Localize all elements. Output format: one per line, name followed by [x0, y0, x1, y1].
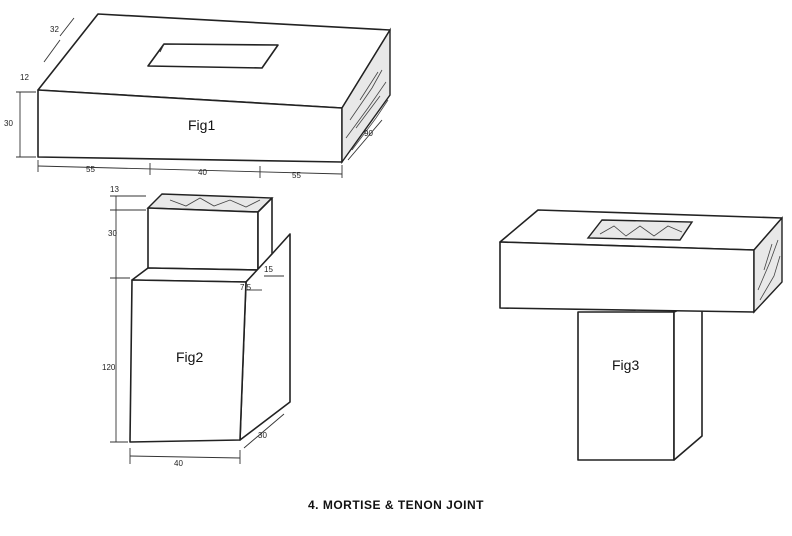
fig3-rail-front [499, 241, 755, 313]
fig2-dim-30-depth: 30 [258, 431, 267, 440]
fig2-dim-13: 13 [110, 185, 119, 194]
fig2-tenon-top-texture [169, 197, 261, 208]
fig1-mortise-hole [147, 43, 279, 69]
fig1-mortise-hole-depth [159, 43, 165, 53]
fig3-rail-end-texture [757, 239, 781, 301]
fig3-upright-side [673, 299, 703, 461]
fig1-dim-12: 12 [20, 73, 29, 82]
fig2-body-front [129, 279, 247, 443]
fig1-dim-55-left: 55 [86, 165, 95, 174]
fig3-upright-front [577, 311, 675, 461]
fig2-dim-15: 15 [264, 265, 273, 274]
fig1-mortise-block: 32 12 30 90 55 40 55 Fig1 [4, 13, 391, 180]
fig3-assembled-joint: Fig3 [499, 209, 783, 461]
fig1-dim-55-right: 55 [292, 171, 301, 180]
diagram-caption: 4. MORTISE & TENON JOINT [307, 498, 484, 512]
fig2-dim-30: 30 [108, 229, 117, 238]
fig3-rail-end-grain [753, 216, 783, 314]
fig1-end-grain [341, 27, 391, 165]
fig2-dim-120: 120 [102, 363, 116, 372]
fig1-dim-40: 40 [198, 168, 207, 177]
fig3-label: Fig3 [612, 357, 639, 373]
fig1-end-grain-texture [345, 69, 389, 151]
fig2-tenon-piece: 13 30 120 40 30 15 7.5 Fig2 [102, 185, 291, 468]
fig3-tenon-end [586, 219, 694, 241]
fig2-tenon-front [147, 207, 259, 271]
fig2-label: Fig2 [176, 349, 203, 365]
fig3-tenon-end-texture [599, 225, 683, 237]
fig2-dimensions [110, 195, 285, 464]
fig1-dimensions [16, 17, 383, 178]
fig2-dim-7-5: 7.5 [240, 283, 252, 292]
fig1-dim-90: 90 [364, 129, 373, 138]
fig1-dim-30: 30 [4, 119, 13, 128]
fig1-dim-32: 32 [50, 25, 59, 34]
fig1-label: Fig1 [188, 117, 215, 133]
fig2-dim-40: 40 [174, 459, 183, 468]
